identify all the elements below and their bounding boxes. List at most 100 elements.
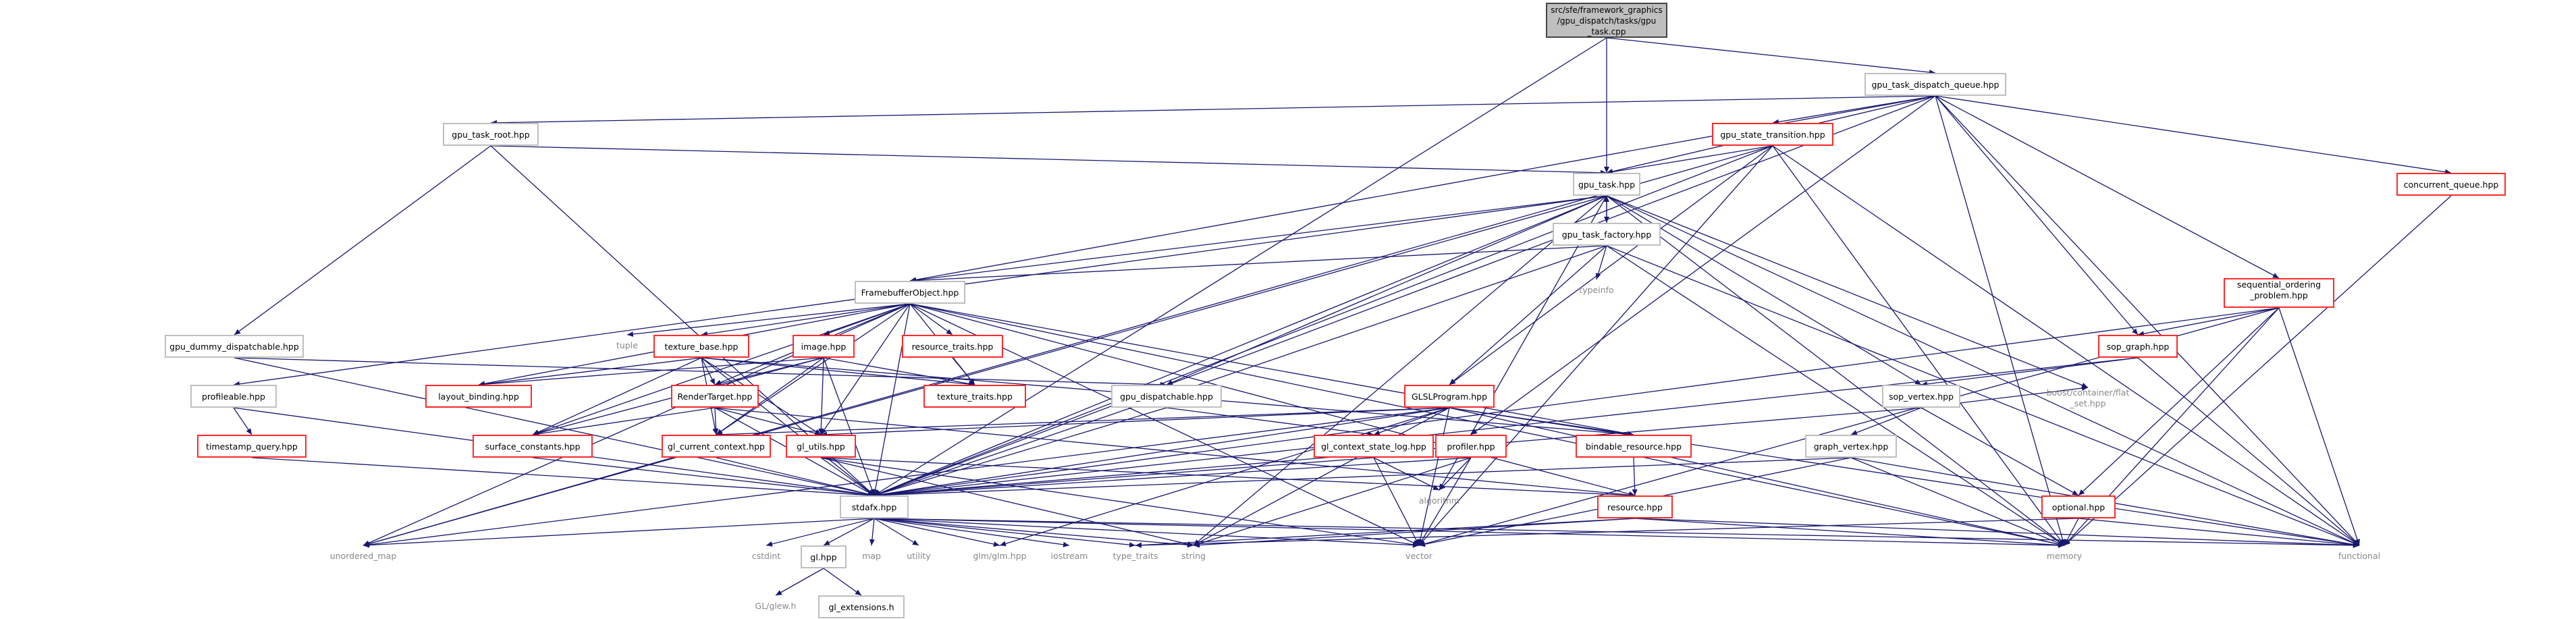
dependency-edge — [1935, 95, 2452, 175]
node-texture-base[interactable]: texture_base.hpp — [653, 335, 749, 358]
node-gl-extensions[interactable]: gl_extensions.h — [818, 595, 905, 618]
node-sop-graph[interactable]: sop_graph.hpp — [2098, 335, 2178, 358]
dependency-edge — [716, 303, 911, 435]
node-cstdint[interactable]: cstdint — [751, 551, 781, 561]
dependency-edge — [2278, 307, 2360, 546]
dependency-edge — [823, 357, 975, 387]
dependency-edge — [775, 568, 824, 596]
dependency-edge — [1850, 407, 1922, 435]
dependency-edge — [818, 357, 824, 435]
dependency-edge — [869, 518, 875, 546]
node-gpu-state-transition[interactable]: gpu_state_transition.hpp — [1712, 123, 1833, 146]
dependency-edge — [874, 518, 2065, 548]
node-unordered-map[interactable]: unordered_map — [329, 551, 397, 561]
node-profileable[interactable]: profileable.hpp — [190, 385, 277, 408]
dependency-edge — [1935, 95, 2360, 546]
dependency-edge — [1595, 245, 1607, 280]
dependency-edge — [823, 568, 862, 596]
dependency-edge — [716, 407, 1450, 437]
node-stdafx[interactable]: stdafx.hpp — [840, 495, 909, 518]
node-surface-constants[interactable]: surface_constants.hpp — [473, 435, 593, 458]
dependency-edge — [1606, 195, 2065, 546]
dependency-edge — [1470, 95, 1936, 435]
node-tuple[interactable]: tuple — [616, 340, 638, 350]
node-gpu-task[interactable]: gpu_task.hpp — [1573, 173, 1640, 196]
node-gl-current-context[interactable]: gl_current_context.hpp — [662, 435, 771, 458]
node-gl-context-state-log[interactable]: gl_context_state_log.hpp — [1314, 435, 1434, 458]
dependency-edge — [2137, 307, 2280, 337]
dependency-edge — [1193, 518, 1636, 548]
dependency-edge — [1606, 195, 2089, 388]
dependency-edge — [1193, 457, 1472, 547]
dependency-edge — [532, 407, 716, 437]
node-memory[interactable]: memory — [2046, 551, 2083, 561]
dependency-edge — [532, 303, 911, 435]
node-utility[interactable]: utility — [907, 551, 931, 561]
node-render-target[interactable]: RenderTarget.hpp — [671, 385, 759, 408]
node-type-traits[interactable]: type_traits — [1112, 551, 1158, 561]
dependency-edge — [909, 303, 953, 335]
dependency-edge — [874, 518, 1194, 548]
node-functional[interactable]: functional — [2338, 551, 2381, 561]
node-glm[interactable]: glm/glm.hpp — [973, 551, 1027, 561]
dependency-edge — [823, 518, 875, 546]
node-image[interactable]: image.hpp — [793, 335, 855, 358]
node-gpu-dispatchable[interactable]: gpu_dispatchable.hpp — [1111, 385, 1222, 408]
dependency-edge — [478, 357, 824, 387]
dependency-edge — [874, 518, 1136, 548]
node-glsl-program[interactable]: GLSLProgram.hpp — [1404, 385, 1495, 408]
dependency-edge — [1193, 195, 1607, 546]
node-algorithm[interactable]: algorithm — [1418, 495, 1460, 506]
node-gl-hpp[interactable]: gl.hpp — [801, 545, 847, 568]
node-framebuffer-object[interactable]: FramebufferObject.hpp — [855, 281, 965, 304]
dependency-edge — [2137, 357, 2360, 546]
dependency-edge — [909, 303, 1636, 497]
node-typeinfo[interactable]: typeinfo — [1579, 285, 1614, 295]
dependency-edge — [874, 307, 2280, 497]
node-bindable-resource[interactable]: bindable_resource.hpp — [1576, 435, 1692, 458]
dependency-edge — [2078, 518, 2360, 548]
dependency-edge — [1935, 95, 2280, 279]
node-sequential-ordering-problem[interactable]: sequential_ordering _problem.hpp — [2224, 278, 2334, 308]
dependency-edge — [1606, 195, 2360, 546]
dependency-edge — [714, 407, 822, 436]
node-layout-binding[interactable]: layout_binding.hpp — [425, 385, 532, 408]
dependency-edge — [1449, 407, 2360, 547]
dependency-edge — [1634, 518, 2360, 548]
dependency-edge — [874, 457, 1852, 498]
dependency-edge — [234, 357, 1167, 387]
node-gl-utils[interactable]: gl_utils.hpp — [786, 435, 856, 458]
node-graph-vertex[interactable]: graph_vertex.hpp — [1805, 435, 1897, 458]
node-gpu-task-dispatch-queue[interactable]: gpu_task_dispatch_queue.hpp — [1864, 73, 2006, 96]
dependency-edge — [1439, 457, 1472, 491]
dependency-edge — [952, 357, 975, 385]
node-concurrent-queue[interactable]: concurrent_queue.hpp — [2396, 173, 2506, 196]
node-vector[interactable]: vector — [1405, 551, 1432, 561]
node-optional[interactable]: optional.hpp — [2041, 495, 2116, 518]
node-gpu-dummy-dispatchable[interactable]: gpu_dummy_dispatchable.hpp — [165, 335, 304, 358]
node-gl-glew[interactable]: GL/glew.h — [755, 601, 797, 611]
dependency-edge — [233, 407, 252, 435]
dependency-edge — [874, 518, 919, 546]
node-string[interactable]: string — [1181, 551, 1206, 561]
node-iostream[interactable]: iostream — [1050, 551, 1088, 561]
dependency-edge — [874, 518, 1070, 547]
dependency-edge — [820, 407, 1450, 437]
dependency-edge — [874, 245, 1607, 496]
node-map[interactable]: map — [862, 551, 881, 561]
node-gpu-task-factory[interactable]: gpu_task_factory.hpp — [1553, 223, 1661, 246]
node-timestamp-query[interactable]: timestamp_query.hpp — [197, 435, 306, 458]
node-sop-vertex[interactable]: sop_vertex.hpp — [1882, 385, 1960, 408]
node-texture-traits[interactable]: texture_traits.hpp — [923, 385, 1026, 408]
sop-line-1: sequential_ordering — [2236, 279, 2322, 290]
dependency-edge — [701, 303, 911, 337]
dependency-edge — [874, 518, 1000, 547]
node-resource[interactable]: resource.hpp — [1597, 495, 1673, 518]
node-profiler[interactable]: profiler.hpp — [1435, 435, 1507, 458]
dependency-edge — [874, 37, 1607, 496]
dependency-edge — [820, 457, 1636, 498]
node-gpu-task-root[interactable]: gpu_task_root.hpp — [443, 123, 539, 146]
node-boost-flat-set[interactable]: boost/container/flat _set.hpp — [2037, 387, 2139, 417]
node-resource-traits[interactable]: resource_traits.hpp — [902, 335, 1003, 358]
